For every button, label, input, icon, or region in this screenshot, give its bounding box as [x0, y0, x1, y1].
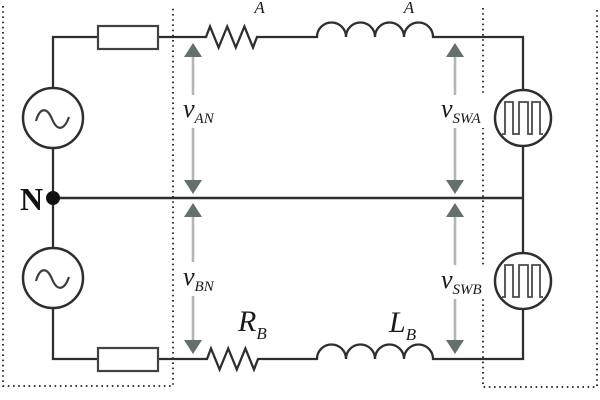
vswa-label: vSWA — [441, 94, 481, 127]
sine-wave-icon — [34, 109, 71, 129]
sw-source-b — [493, 251, 553, 311]
van-base: v — [183, 94, 195, 123]
ac-source-b — [21, 246, 85, 310]
lb-sub: B — [406, 325, 417, 344]
vswa-base: v — [441, 94, 453, 123]
vswa-label-bg — [440, 95, 489, 128]
van-label-bg — [180, 95, 224, 128]
ra-sub: A — [253, 0, 265, 17]
ra-base: R — [235, 0, 254, 7]
vswb-label-bg — [440, 265, 489, 299]
rb-sub: B — [256, 324, 267, 343]
phase-a-top-wire — [51, 21, 525, 90]
vswb-sub: SWB — [453, 282, 482, 298]
vswa-sub: SWA — [453, 111, 482, 127]
vswb-base: v — [441, 265, 453, 294]
sine-wave-icon — [34, 269, 71, 289]
vbn-sub: BN — [195, 279, 215, 295]
square-wave-icon — [502, 101, 543, 135]
lb-label: LB — [388, 306, 417, 344]
left-dashed-region — [2, 6, 174, 387]
lb-base: L — [388, 306, 406, 339]
sw-source-a — [493, 88, 553, 148]
la-label: LA — [386, 0, 415, 17]
van-label: vAN — [183, 94, 215, 127]
rb-base: R — [237, 305, 256, 338]
phase-b-bottom-wire — [51, 308, 525, 373]
vbn-label: vBN — [183, 262, 215, 295]
vbn-base: v — [183, 262, 195, 291]
node-n-dot — [46, 191, 60, 205]
la-sub: A — [403, 0, 415, 17]
node-n-label: N — [20, 181, 43, 217]
ac-source-a — [21, 86, 85, 150]
square-wave-icon — [502, 264, 543, 298]
van-sub: AN — [194, 111, 215, 127]
series-box-a — [96, 24, 160, 51]
right-dashed-region — [482, 8, 598, 388]
vbn-label-bg — [180, 262, 224, 296]
series-box-b — [96, 346, 160, 373]
vswb-label: vSWB — [441, 265, 482, 298]
la-base: L — [386, 0, 404, 7]
rb-label: RB — [237, 305, 267, 343]
ra-label: RA — [235, 0, 265, 17]
